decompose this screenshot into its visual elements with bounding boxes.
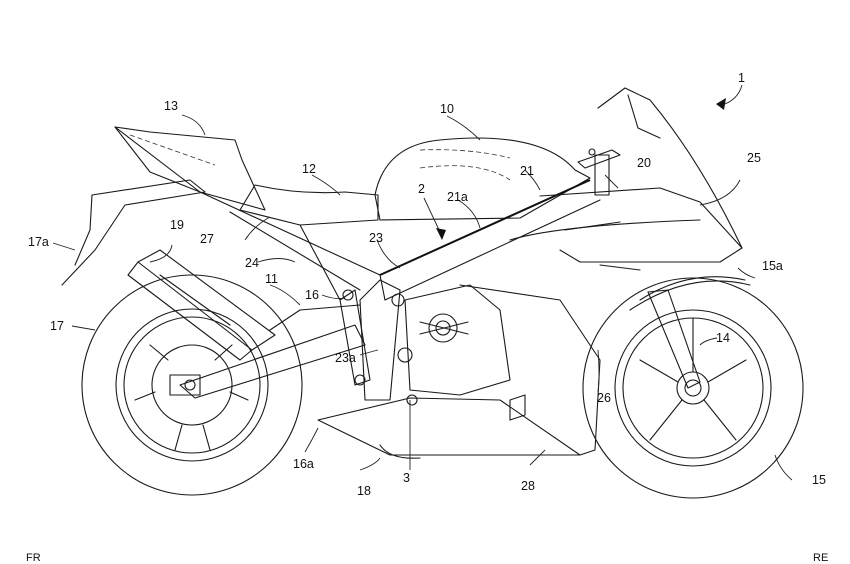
rear-wheel: [81, 274, 303, 496]
ref-label-13: 13: [164, 99, 178, 113]
rear-shock: [339, 289, 371, 386]
sub-frame: [199, 191, 381, 301]
ref-label-23: 23: [369, 231, 383, 245]
ref-label-24: 24: [245, 256, 259, 270]
rear-fender: [61, 179, 206, 286]
ref-label-20: 20: [637, 156, 651, 170]
ref-label-19: 19: [170, 218, 184, 232]
muffler: [127, 249, 276, 361]
front-wheel: [582, 277, 804, 499]
ref-label-1: 1: [738, 71, 745, 85]
ref-label-10: 10: [440, 102, 454, 116]
engine: [404, 284, 511, 396]
ref-label-17a: 17a: [28, 235, 49, 249]
direction-label-rear: RE: [813, 552, 829, 564]
front-fairing: [509, 87, 743, 271]
ref-label-27: 27: [200, 232, 214, 246]
direction-label-front: FR: [26, 552, 41, 564]
ref-label-15a: 15a: [762, 259, 783, 273]
ref-label-16: 16: [305, 288, 319, 302]
lower-cowl: [317, 284, 601, 459]
arrow-1: [716, 84, 743, 110]
ref-label-21: 21: [520, 164, 534, 178]
ref-label-28: 28: [521, 479, 535, 493]
ref-label-16a: 16a: [293, 457, 314, 471]
ref-label-11: 11: [265, 272, 278, 286]
ref-label-18: 18: [357, 484, 371, 498]
seat: [239, 184, 379, 226]
ref-label-25: 25: [747, 151, 761, 165]
fuel-tank: [374, 137, 591, 221]
ref-label-15: 15: [812, 473, 826, 487]
ref-label-26: 26: [597, 391, 611, 405]
front-fork: [629, 276, 751, 389]
tail-cowl: [114, 126, 266, 211]
arrow-2: [423, 197, 446, 240]
ref-label-21a: 21a: [447, 190, 468, 204]
ref-label-3: 3: [403, 471, 410, 485]
swing-arm: [179, 304, 366, 399]
ref-label-23a: 23a: [335, 351, 356, 365]
main-frame: [359, 179, 601, 406]
leader-lines: [52, 114, 793, 481]
ref-label-14: 14: [716, 331, 730, 345]
steering-head: [577, 148, 621, 196]
ref-label-12: 12: [302, 162, 316, 176]
ref-label-2: 2: [418, 182, 425, 196]
ref-label-17: 17: [50, 319, 64, 333]
